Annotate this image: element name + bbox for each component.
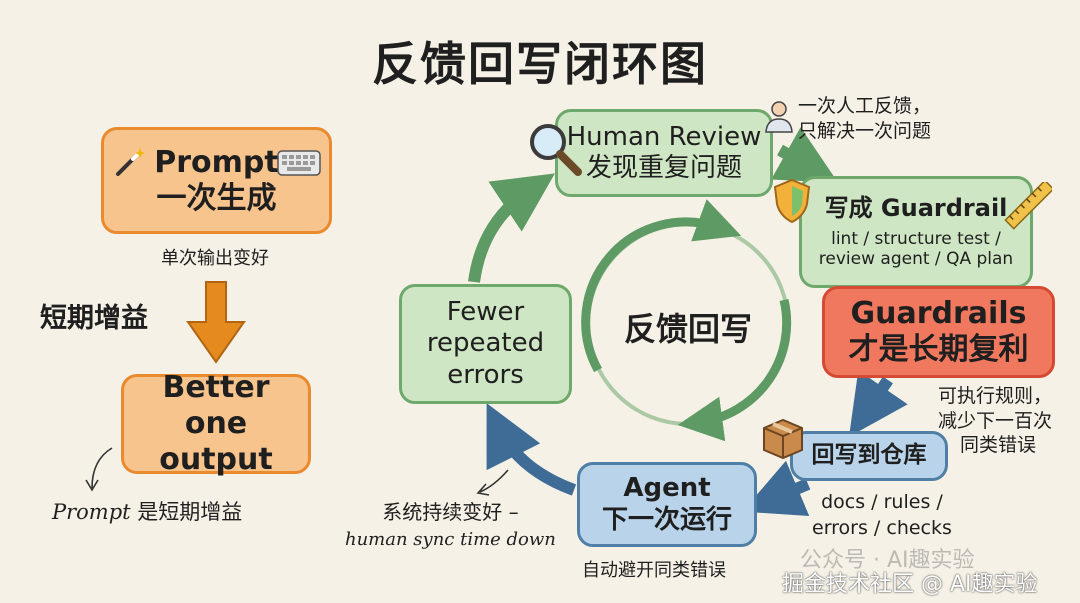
guardrail-label: 写成 Guardrail — [824, 194, 1008, 223]
human-note: 一次人工反馈， 只解决一次问题 — [798, 94, 931, 143]
exec-note-line2: 减少下一百次 — [938, 409, 1053, 432]
watermark-line2: 掘金技术社区 @ AI趣实验 — [782, 572, 1038, 597]
page-title: 反馈回写闭环图 — [372, 37, 708, 91]
person-icon — [765, 101, 793, 133]
prompt-box: Prompt 一次生成 — [101, 127, 332, 234]
better-box-sub: one output — [159, 406, 273, 477]
exec-note-line3: 同类错误 — [960, 434, 1037, 457]
system-note-line2: human sync time down — [345, 529, 556, 550]
ruler-icon — [1004, 182, 1052, 230]
single-output-note: 单次输出变好 — [161, 248, 269, 269]
center-label: 反馈回写 — [623, 310, 752, 348]
arrow-agent-to-fewer — [486, 403, 577, 496]
docs-note-line1: docs / rules / — [821, 491, 943, 513]
magic-wand-icon — [116, 148, 145, 176]
better-box-label: Better — [162, 370, 270, 405]
compound-box: Guardrails 才是长期复利 — [822, 286, 1055, 378]
prompt-box-sub: 一次生成 — [156, 180, 277, 216]
magnifier-icon — [530, 124, 582, 176]
short-gain-label: 短期增益 — [40, 303, 148, 334]
prompt-short-note-suffix: 是短期增益 — [130, 500, 243, 524]
agent-label: Agent — [623, 473, 711, 504]
arrow-compound-to-writeback — [849, 370, 908, 437]
watermark-line1: 公众号 · AI趣实验 — [800, 548, 975, 573]
short-gain-arrow — [186, 281, 246, 364]
fewer-line1: Fewer — [446, 297, 525, 328]
center-arrow-upper — [581, 199, 742, 373]
prompt-note-arrow — [91, 447, 113, 489]
prompt-short-note: Prompt 是短期增益 — [52, 496, 242, 526]
fewer-errors-box: Fewer repeated errors — [399, 284, 572, 404]
exec-note: 可执行规则， 减少下一百次 同类错误 — [938, 384, 1052, 458]
guardrail-line3: review agent / QA plan — [818, 249, 1014, 270]
fewer-line3: errors — [447, 359, 524, 390]
human-note-line1: 一次人工反馈， — [798, 95, 932, 117]
keyboard-icon — [277, 150, 321, 176]
compound-sub: 才是长期复利 — [848, 332, 1029, 367]
prompt-box-label: Prompt — [154, 144, 279, 180]
package-icon — [763, 418, 803, 460]
compound-label: Guardrails — [850, 296, 1027, 331]
system-note-arrow — [479, 469, 509, 493]
arrow-fewer-to-review — [468, 173, 555, 283]
agent-box: Agent 下一次运行 — [577, 462, 757, 547]
system-note: 系统持续变好 – human sync time down — [345, 496, 556, 550]
center-arrow-lower — [677, 298, 792, 442]
docs-note: docs / rules / errors / checks — [812, 490, 952, 541]
system-note-line1: 系统持续变好 – — [382, 500, 519, 524]
guardrail-line2: lint / structure test / — [831, 229, 1001, 249]
prompt-short-note-prefix: Prompt — [52, 500, 131, 524]
agent-sub: 下一次运行 — [601, 504, 732, 535]
better-box: Better one output — [121, 370, 311, 477]
shield-icon — [773, 178, 811, 224]
human-review-sub: 发现重复问题 — [585, 153, 742, 183]
human-review-box: Human Review 发现重复问题 — [555, 109, 773, 197]
arrow-review-to-guardrail — [771, 127, 839, 183]
writeback-label: 回写到仓库 — [811, 442, 927, 469]
writeback-box: 回写到仓库 — [790, 431, 948, 481]
human-review-label: Human Review — [566, 121, 762, 152]
avoid-note: 自动避开同类错误 — [582, 560, 726, 581]
exec-note-line1: 可执行规则， — [938, 385, 1053, 407]
arrow-writeback-to-agent — [742, 460, 811, 517]
human-note-line2: 只解决一次问题 — [798, 119, 932, 142]
docs-note-line2: errors / checks — [812, 516, 952, 539]
guardrail-box: 写成 Guardrail lint / structure test / rev… — [799, 176, 1033, 288]
fewer-line2: repeated — [426, 328, 545, 359]
